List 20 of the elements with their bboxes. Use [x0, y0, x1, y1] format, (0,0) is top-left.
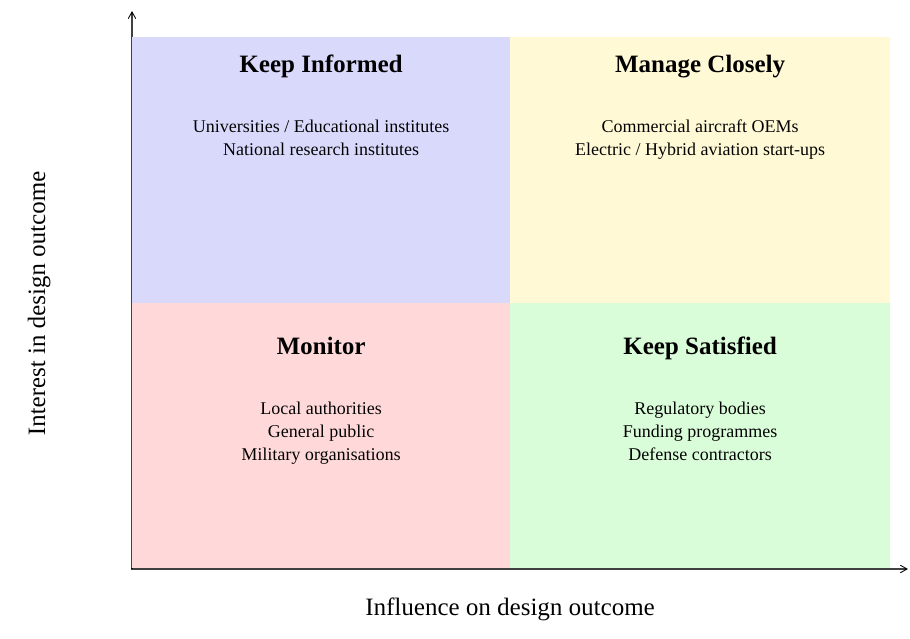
quadrant-heading: Manage Closely [614, 51, 786, 79]
quadrant-panel [132, 303, 510, 568]
stakeholder-item: Local authorities [260, 397, 382, 420]
x-axis-title: Influence on design outcome [365, 594, 655, 622]
stakeholder-item: Commercial aircraft OEMs [602, 115, 798, 138]
stakeholder-item: Universities / Educational institutes [192, 115, 450, 138]
stakeholder-item: Defense contractors [628, 443, 772, 466]
quadrant-panel [510, 303, 890, 568]
stakeholder-item: Regulatory bodies [634, 397, 766, 420]
stakeholder-item: Funding programmes [622, 420, 778, 443]
y-axis-title: Interest in design outcome [24, 170, 52, 436]
quadrant-heading: Keep Informed [239, 51, 403, 79]
quadrant-panel [132, 37, 510, 303]
quadrant-heading: Keep Satisfied [623, 333, 777, 361]
stakeholder-item: Electric / Hybrid aviation start-ups [575, 138, 825, 161]
quadrant-panel [510, 37, 890, 303]
quadrant-heading: Monitor [276, 333, 366, 361]
stakeholder-item: Military organisations [241, 443, 401, 466]
stakeholder-item: National research institutes [223, 138, 419, 161]
stakeholder-item: General public [268, 420, 374, 443]
